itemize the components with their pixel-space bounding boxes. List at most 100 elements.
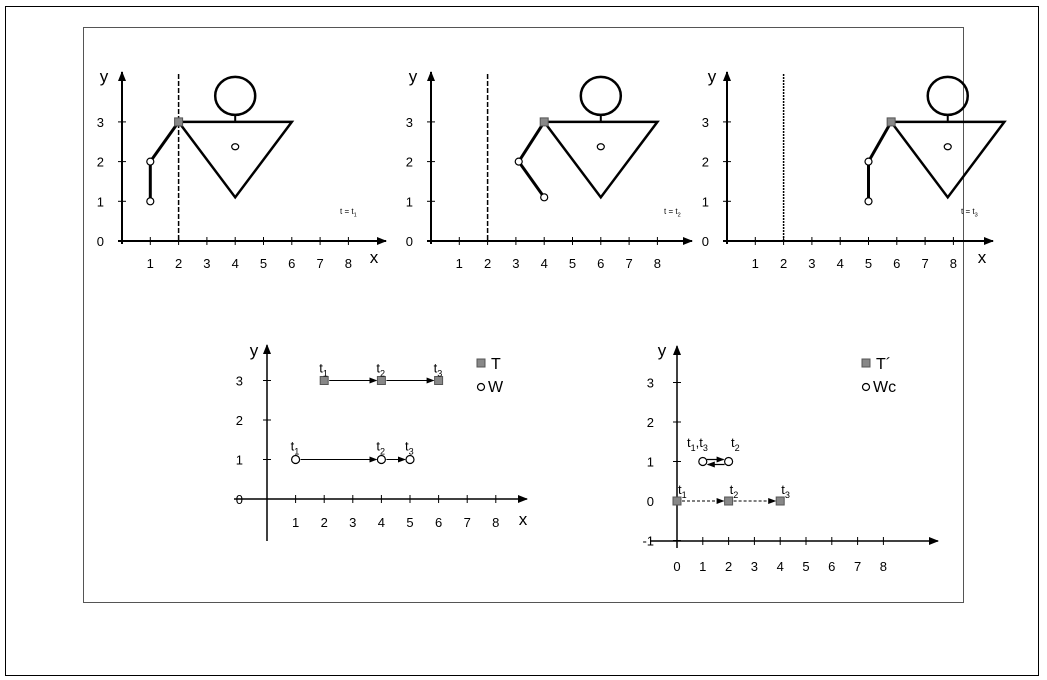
top-panel-1-belly — [232, 144, 239, 150]
bottom-left-W-point-label-sub: 3 — [409, 446, 414, 456]
bottom-left-y-tick-label: 0 — [236, 492, 243, 507]
top-panel-3-x-tick-label: 6 — [893, 256, 900, 271]
top-panel-2-body-triangle — [544, 122, 657, 197]
bottom-right-x-tick-label: 2 — [725, 559, 732, 574]
top-panel-1-y-tick-label: 0 — [97, 234, 104, 249]
bottom-right-W-point — [725, 458, 733, 466]
bottom-right-y-tick-label: 3 — [647, 376, 654, 391]
bottom-left-T-point-label: t2 — [376, 361, 385, 379]
top-panel-1-y-tick-label: 2 — [97, 155, 104, 170]
bottom-right-legend-T-marker — [862, 359, 870, 367]
bottom-right-T-point-label-sub: 3 — [785, 490, 790, 500]
bottom-left-x-tick-label: 8 — [492, 515, 499, 530]
top-panel-3-x-tick-label: 5 — [865, 256, 872, 271]
bottom-left-W-point — [292, 456, 300, 464]
bottom-right-x-tick-label: 1 — [699, 559, 706, 574]
top-panel-1-time-label-sub: 1 — [354, 212, 357, 218]
top-panel-3-time-label-sub: 3 — [975, 212, 978, 218]
top-panel-1-x-tick-label: 5 — [260, 256, 267, 271]
bottom-right-legend-W-label: Wc — [873, 379, 896, 396]
bottom-right-x-tick-label: 4 — [777, 559, 784, 574]
top-panel-1-x-tick-label: 7 — [316, 256, 323, 271]
bottom-left-x-tick-label: 1 — [292, 515, 299, 530]
top-panel-2-x-tick-label: 8 — [654, 256, 661, 271]
top-panel-1-time-label-main: t = t — [340, 207, 354, 216]
top-panel-3-y-tick-label: 3 — [702, 115, 709, 130]
top-panel-2-upper-arm — [519, 122, 544, 162]
top-panel-2-x-tick-label: 6 — [597, 256, 604, 271]
top-panel-3-x-tick-label: 4 — [837, 256, 844, 271]
top-panel-2-head — [581, 77, 621, 115]
bottom-right-x-tick-label: 7 — [854, 559, 861, 574]
bottom-left-T-point-label: t3 — [434, 361, 443, 379]
top-panel-2-y-tick-label: 0 — [406, 234, 413, 249]
top-panel-2-y-tick-label: 2 — [406, 155, 413, 170]
bottom-right-T-point — [725, 497, 733, 505]
bottom-left-legend-W-marker — [478, 384, 485, 391]
top-panel-2-time-label-sub: 2 — [678, 212, 681, 218]
top-panel-3-upper-arm — [869, 122, 892, 162]
top-panel-3-belly — [944, 144, 951, 150]
bottom-right-x-tick-label: 0 — [673, 559, 680, 574]
top-panel-1-x-tick-label: 4 — [232, 256, 239, 271]
top-panel-2-x-tick-label: 5 — [569, 256, 576, 271]
bottom-right-y-tick-label: 2 — [647, 415, 654, 430]
top-panel-1-y-tick-label: 3 — [97, 115, 104, 130]
top-panel-2-x-tick-label: 3 — [512, 256, 519, 271]
top-panel-3-x-label: x — [978, 248, 987, 267]
bottom-left-legend-T-marker — [477, 359, 485, 367]
top-panel-1-shoulder-marker — [175, 118, 183, 126]
bottom-left-legend-W-label: W — [488, 379, 504, 396]
bottom-left-T-point-label-sub: 2 — [380, 368, 385, 378]
bottom-left-W-point-label: t2 — [376, 439, 385, 457]
top-panel-1-time-label: t = t1 — [340, 207, 357, 218]
top-panel-1-x-tick-label: 8 — [345, 256, 352, 271]
bottom-left-y-tick-label: 3 — [236, 374, 243, 389]
top-panel-1-upper-arm — [150, 122, 178, 162]
bottom-right-T-point-label-sub: 1 — [682, 490, 687, 500]
bottom-left-x-tick-label: 3 — [349, 515, 356, 530]
top-panel-1-hand-marker — [147, 198, 154, 205]
bottom-right-y-tick-label: -1 — [642, 534, 654, 549]
top-panel-3-x-tick-label: 7 — [921, 256, 928, 271]
top-panel-2-x-tick-label: 7 — [625, 256, 632, 271]
bottom-left-x-tick-label: 6 — [435, 515, 442, 530]
top-panel-2-elbow-marker — [515, 158, 522, 165]
bottom-left-W-point-label: t3 — [405, 439, 414, 457]
top-panel-2-time-label: t = t2 — [664, 207, 681, 218]
top-panel-3-elbow-marker — [865, 158, 872, 165]
top-panel-2-x-tick-label: 2 — [484, 256, 491, 271]
top-panel-1-head — [215, 77, 255, 115]
top-panel-2-x-tick-label: 4 — [541, 256, 548, 271]
bottom-right-y-label: y — [658, 341, 667, 360]
top-panel-1-y-tick-label: 1 — [97, 194, 104, 209]
bottom-left-T-point-label-sub: 1 — [323, 368, 328, 378]
bottom-left-x-label: x — [519, 510, 528, 529]
top-panel-1-x-tick-label: 1 — [147, 256, 154, 271]
top-panel-3-time-label-main: t = t — [961, 207, 975, 216]
top-panel-2-forearm — [519, 162, 544, 198]
bottom-left-T-point-label: t1 — [319, 361, 328, 379]
top-panel-3-time-label: t = t3 — [961, 207, 978, 218]
bottom-left-y-label: y — [250, 341, 259, 360]
bottom-right-T-point — [673, 497, 681, 505]
top-panel-2-y-tick-label: 3 — [406, 115, 413, 130]
bottom-left-W-point — [377, 456, 385, 464]
top-panel-2-time-label-main: t = t — [664, 207, 678, 216]
bottom-right-T-point — [776, 497, 784, 505]
bottom-right-x-tick-label: 6 — [828, 559, 835, 574]
top-panel-3-x-tick-label: 3 — [808, 256, 815, 271]
bottom-left-T-point-label-sub: 3 — [437, 368, 442, 378]
top-panel-3-y-tick-label: 1 — [702, 194, 709, 209]
top-panel-1-x-tick-label: 6 — [288, 256, 295, 271]
top-panel-3-hand-marker — [865, 198, 872, 205]
bottom-right-W-left-label: t1,t3 — [687, 435, 708, 453]
top-panel-3-x-tick-label: 2 — [780, 256, 787, 271]
top-panel-3-y-label: y — [708, 67, 717, 86]
bottom-right-legend-T-label: T´ — [876, 356, 891, 373]
top-panel-3-x-tick-label: 1 — [752, 256, 759, 271]
top-panel-1-y-label: y — [100, 67, 109, 86]
top-panel-2-shoulder-marker — [540, 118, 548, 126]
top-panel-3-y-tick-label: 0 — [702, 234, 709, 249]
bottom-right-T-point-label-sub: 2 — [733, 490, 738, 500]
